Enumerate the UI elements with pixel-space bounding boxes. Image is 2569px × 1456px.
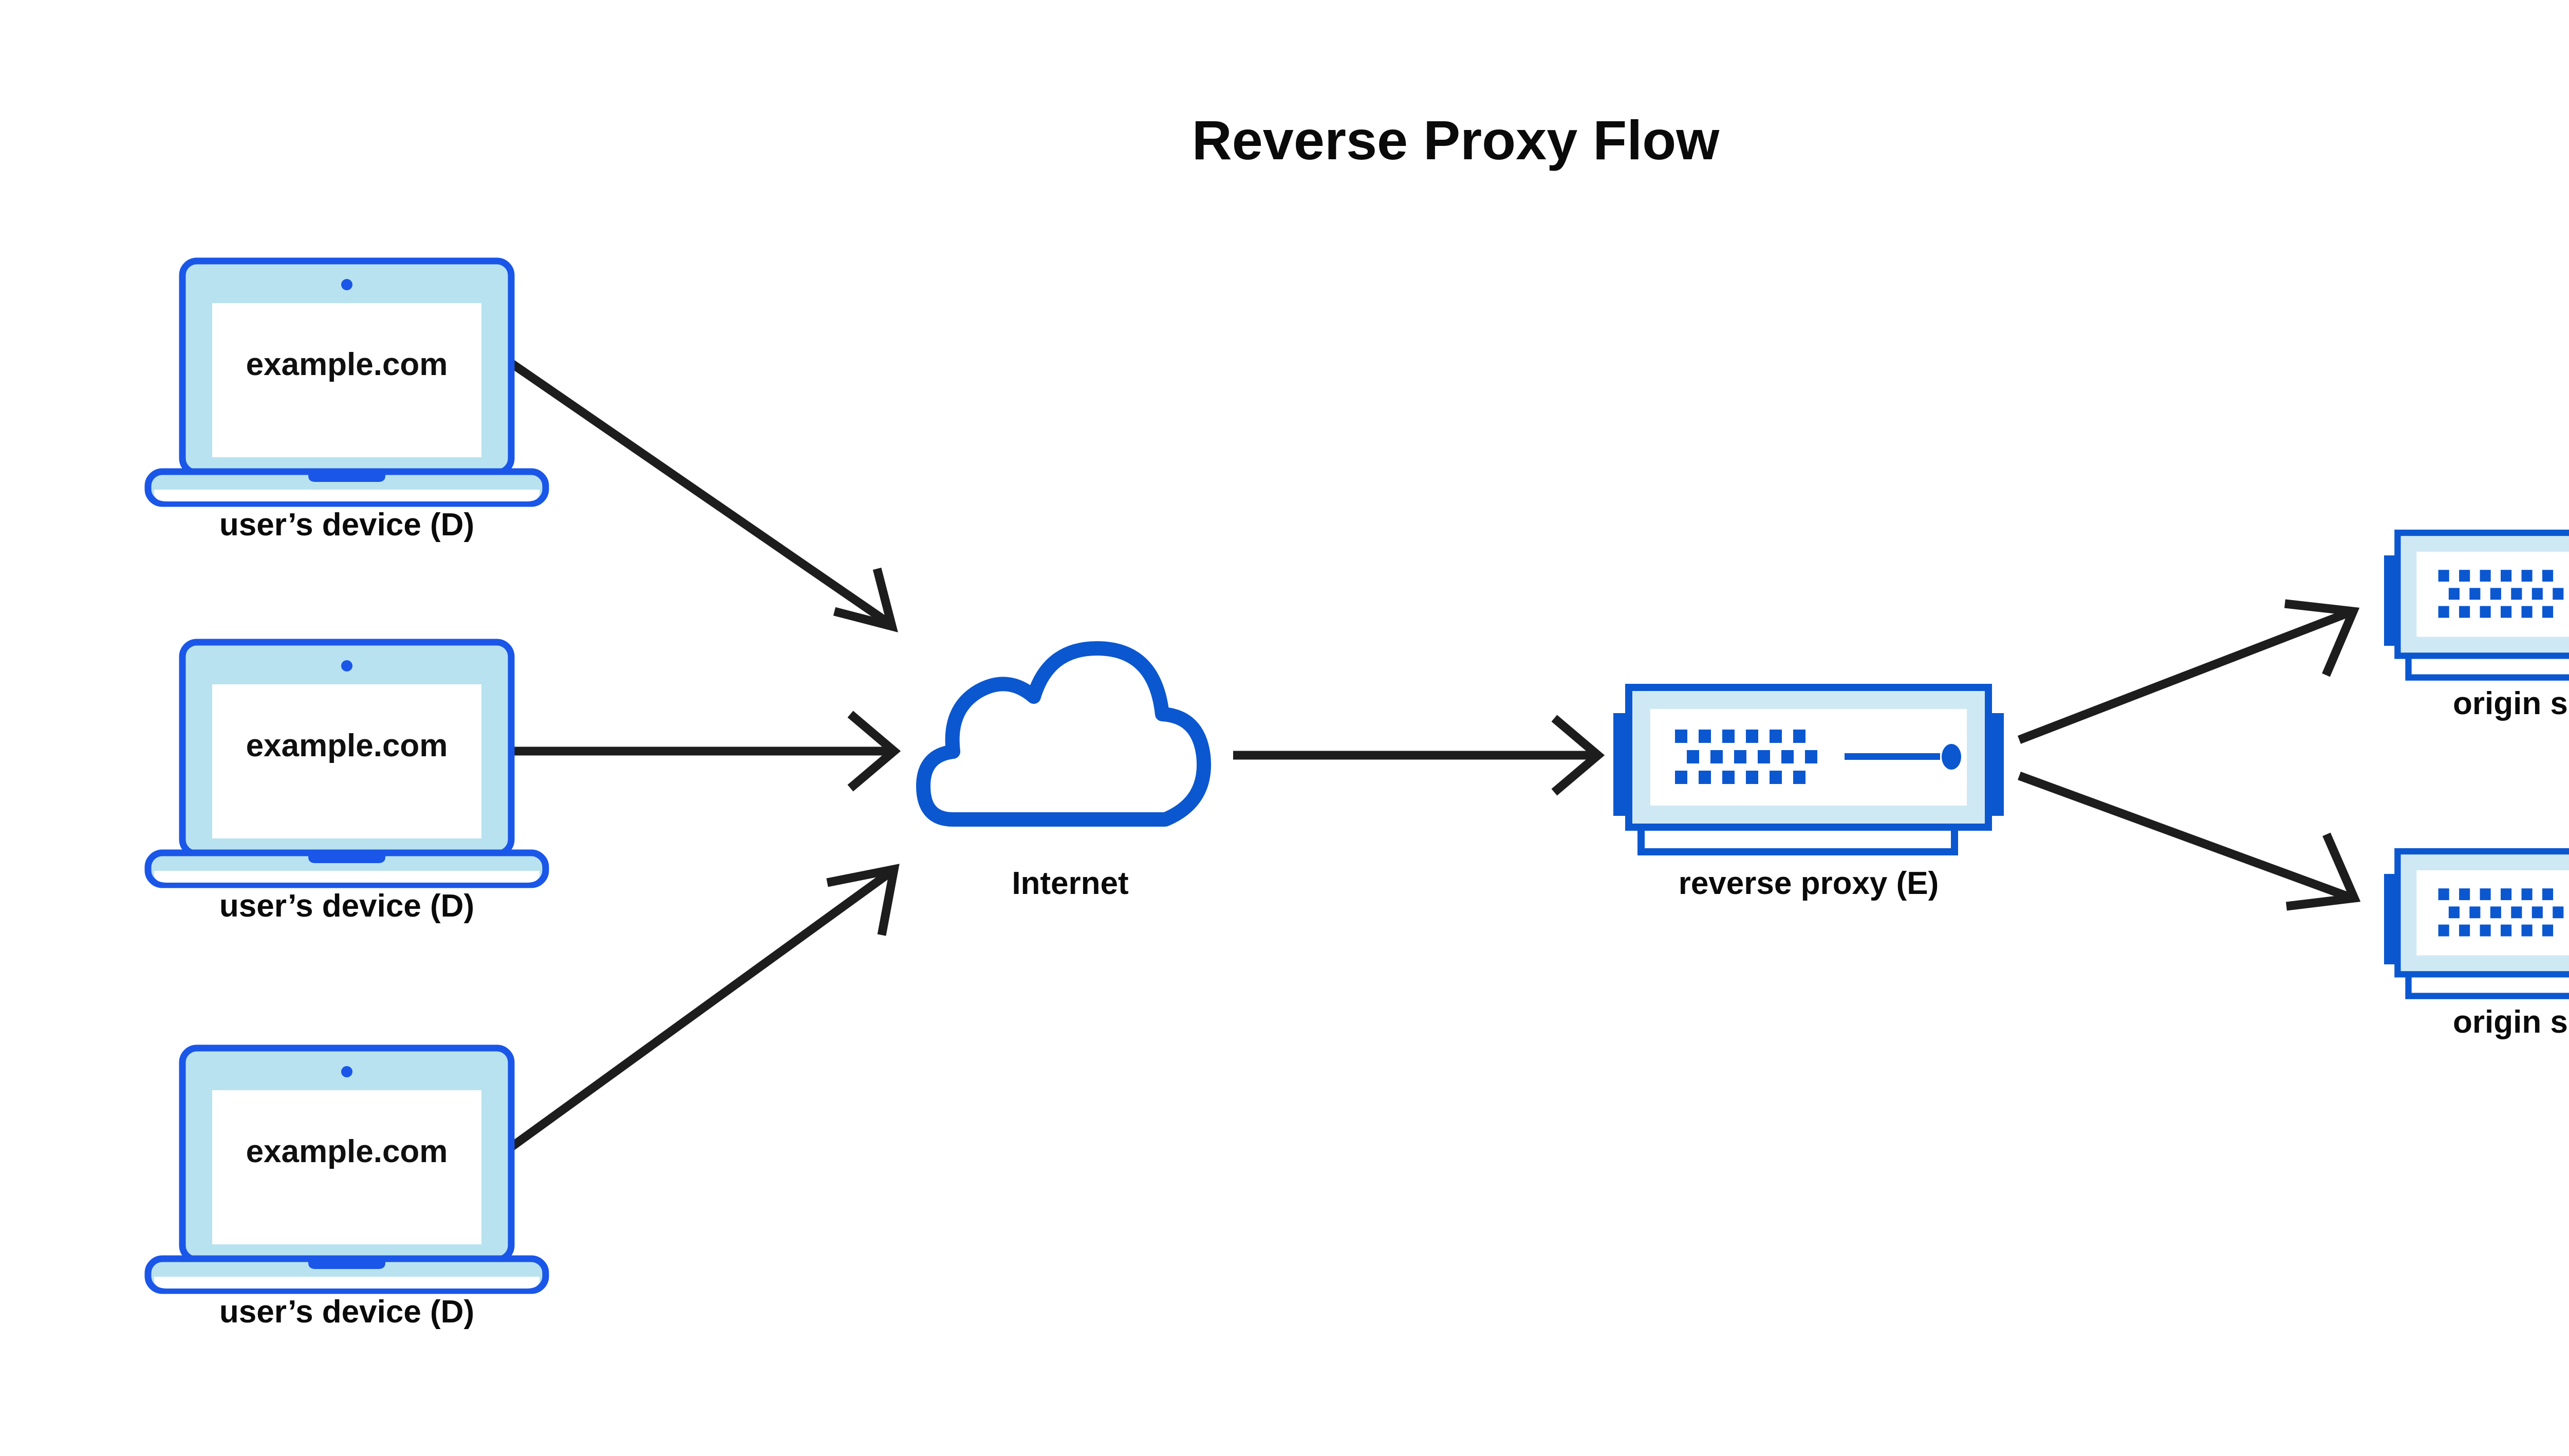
cloud-icon <box>916 641 1211 827</box>
edge-device-top-to-internet <box>504 356 898 632</box>
node-label-users-device: user’s device (D) <box>219 507 474 543</box>
laptop-icon <box>148 261 546 503</box>
edge-reverse-proxy-to-origin-bottom <box>2018 772 2361 911</box>
node-origin-server-top[interactable]: origin server (F) <box>2384 533 2569 721</box>
server-icon <box>2384 533 2569 678</box>
edge-device-middle-to-internet <box>506 711 901 792</box>
edge-reverse-proxy-to-origin-top <box>2017 599 2360 744</box>
server-icon <box>2384 851 2569 996</box>
edge-internet-to-reverse-proxy <box>1233 715 1605 796</box>
node-label-users-device: user’s device (D) <box>219 1294 474 1330</box>
device-screen-text: example.com <box>246 1134 448 1169</box>
server-icon <box>1613 687 2004 852</box>
node-origin-server-bottom[interactable]: origin server (F) <box>2384 851 2569 1040</box>
node-label-internet: Internet <box>1012 866 1128 901</box>
node-label-origin-server: origin server (F) <box>2453 686 2569 721</box>
node-users-device-middle[interactable]: example.com user’s device (D) <box>148 642 546 924</box>
node-internet[interactable]: Internet <box>916 641 1211 901</box>
node-users-device-bottom[interactable]: example.com user’s device (D) <box>148 1048 546 1330</box>
node-reverse-proxy[interactable]: reverse proxy (E) <box>1613 687 2004 901</box>
node-label-origin-server: origin server (F) <box>2453 1004 2569 1040</box>
node-label-users-device: user’s device (D) <box>219 888 474 924</box>
device-screen-text: example.com <box>246 347 448 382</box>
device-screen-text: example.com <box>246 728 448 763</box>
page-title: Reverse Proxy Flow <box>1192 109 1720 171</box>
edge-layer <box>504 356 2361 1154</box>
node-users-device-top[interactable]: example.com user’s device (D) <box>148 261 546 543</box>
edge-device-bottom-to-internet <box>504 864 900 1154</box>
laptop-icon <box>148 642 546 885</box>
node-label-reverse-proxy: reverse proxy (E) <box>1679 866 1939 901</box>
laptop-icon <box>148 1048 546 1291</box>
